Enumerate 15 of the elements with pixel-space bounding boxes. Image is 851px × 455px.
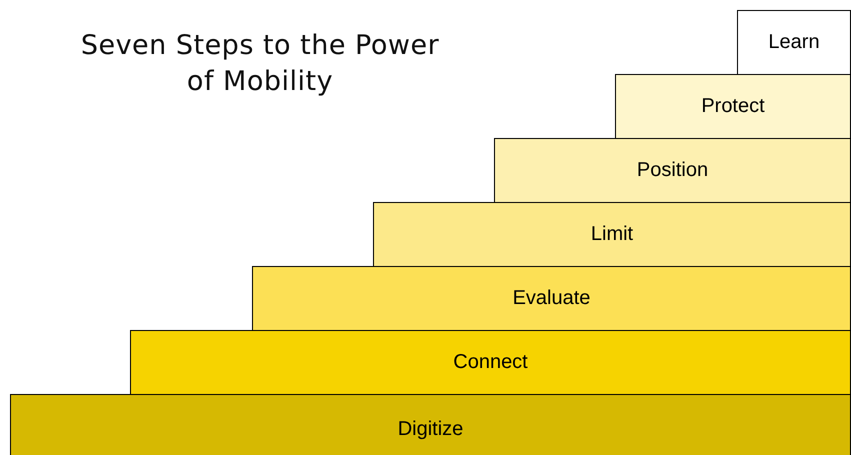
step-label: Connect bbox=[453, 351, 528, 374]
step-label: Evaluate bbox=[512, 287, 590, 310]
step-label: Limit bbox=[590, 223, 634, 246]
step-label: Position bbox=[636, 159, 708, 182]
step-box bbox=[10, 394, 851, 455]
step-box bbox=[373, 202, 851, 267]
step-label: Protect bbox=[701, 95, 765, 118]
step-label: Digitize bbox=[398, 418, 464, 440]
step-label: Learn bbox=[768, 31, 820, 54]
title: Seven Steps to the Power of Mobility bbox=[80, 29, 440, 99]
step-box bbox=[130, 330, 851, 395]
step-box bbox=[494, 138, 851, 203]
step-box bbox=[737, 10, 851, 75]
step-box bbox=[615, 74, 851, 139]
step-box bbox=[252, 266, 851, 331]
